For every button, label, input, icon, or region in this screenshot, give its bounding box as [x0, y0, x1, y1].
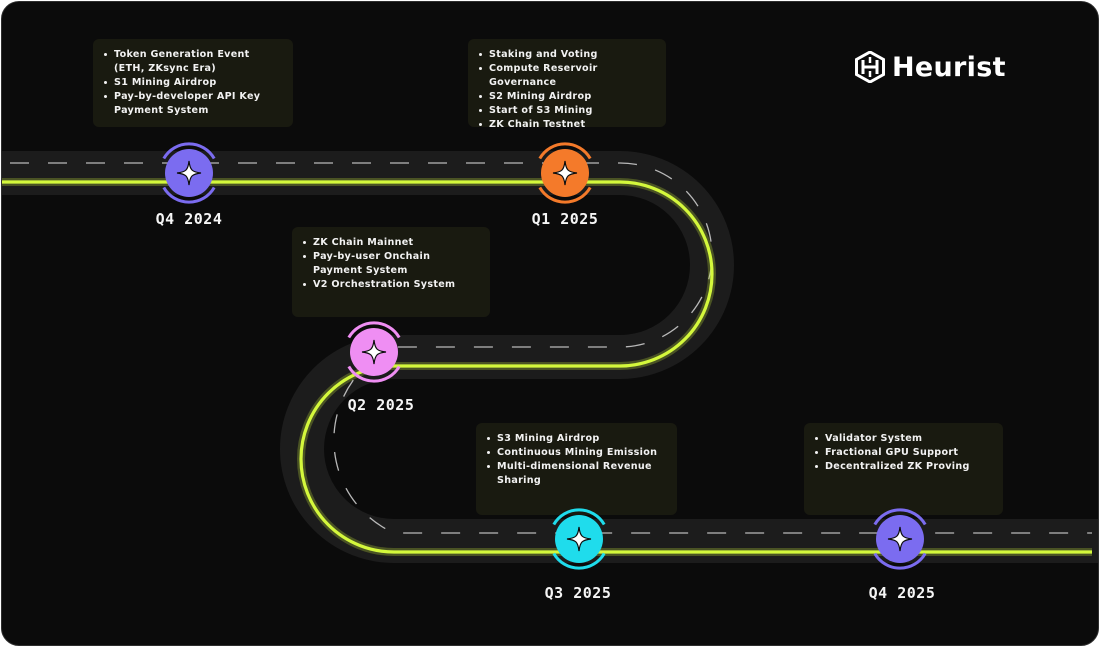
quarter-label-q2-2025: Q2 2025: [347, 396, 415, 414]
milestone-node-q2-2025: [347, 321, 401, 383]
heurist-logo-icon: [855, 51, 885, 83]
milestone-item: Start of S3 Mining: [478, 104, 654, 118]
road-center-dashes: [10, 162, 1092, 534]
milestone-item: ZK Chain Mainnet: [302, 236, 478, 250]
milestone-item: Continuous Mining Emission: [486, 446, 665, 460]
quarter-label-q1-2025: Q1 2025: [531, 210, 599, 228]
milestone-node-q4-2024: [162, 142, 216, 204]
sparkle-icon: [887, 526, 913, 552]
milestone-item: Staking and Voting: [478, 48, 654, 62]
milestone-card-q4-2025: Validator System Fractional GPU Support …: [804, 423, 1003, 515]
milestone-item: Multi-dimensional Revenue Sharing: [486, 460, 665, 488]
milestone-card-q4-2024: Token Generation Event (ETH, ZKsync Era)…: [93, 39, 293, 127]
sparkle-icon: [176, 160, 202, 186]
milestone-item: Token Generation Event (ETH, ZKsync Era): [103, 48, 281, 76]
milestone-item: Compute Reservoir Governance: [478, 62, 654, 90]
milestone-node-q3-2025: [552, 508, 606, 570]
milestone-card-q1-2025: Staking and Voting Compute Reservoir Gov…: [468, 39, 666, 130]
milestone-item: ZK Chain Testnet: [478, 118, 654, 132]
brand-name: Heurist: [892, 51, 1006, 83]
milestone-item: V2 Orchestration System: [302, 278, 478, 292]
road-surface: [2, 151, 1098, 563]
milestone-item: Validator System: [814, 432, 991, 446]
milestone-item: Pay-by-developer API Key Payment System: [103, 90, 281, 118]
quarter-label-q4-2024: Q4 2024: [155, 210, 223, 228]
milestone-item: S1 Mining Airdrop: [103, 76, 281, 90]
sparkle-icon: [566, 526, 592, 552]
milestone-item: Pay-by-user Onchain Payment System: [302, 250, 478, 278]
milestone-node-q4-2025: [873, 508, 927, 570]
milestone-item: S3 Mining Airdrop: [486, 432, 665, 446]
sparkle-icon: [361, 339, 387, 365]
milestone-item: S2 Mining Airdrop: [478, 90, 654, 104]
quarter-label-q3-2025: Q3 2025: [544, 584, 612, 602]
milestone-item: Fractional GPU Support: [814, 446, 991, 460]
milestone-card-q3-2025: S3 Mining Airdrop Continuous Mining Emis…: [476, 423, 677, 515]
milestone-item: Decentralized ZK Proving: [814, 460, 991, 474]
timeline-path: [2, 180, 1092, 554]
sparkle-icon: [552, 160, 578, 186]
milestone-card-q2-2025: ZK Chain Mainnet Pay-by-user Onchain Pay…: [292, 227, 490, 317]
milestone-node-q1-2025: [538, 142, 592, 204]
quarter-label-q4-2025: Q4 2025: [868, 584, 936, 602]
brand: Heurist: [855, 49, 1006, 85]
